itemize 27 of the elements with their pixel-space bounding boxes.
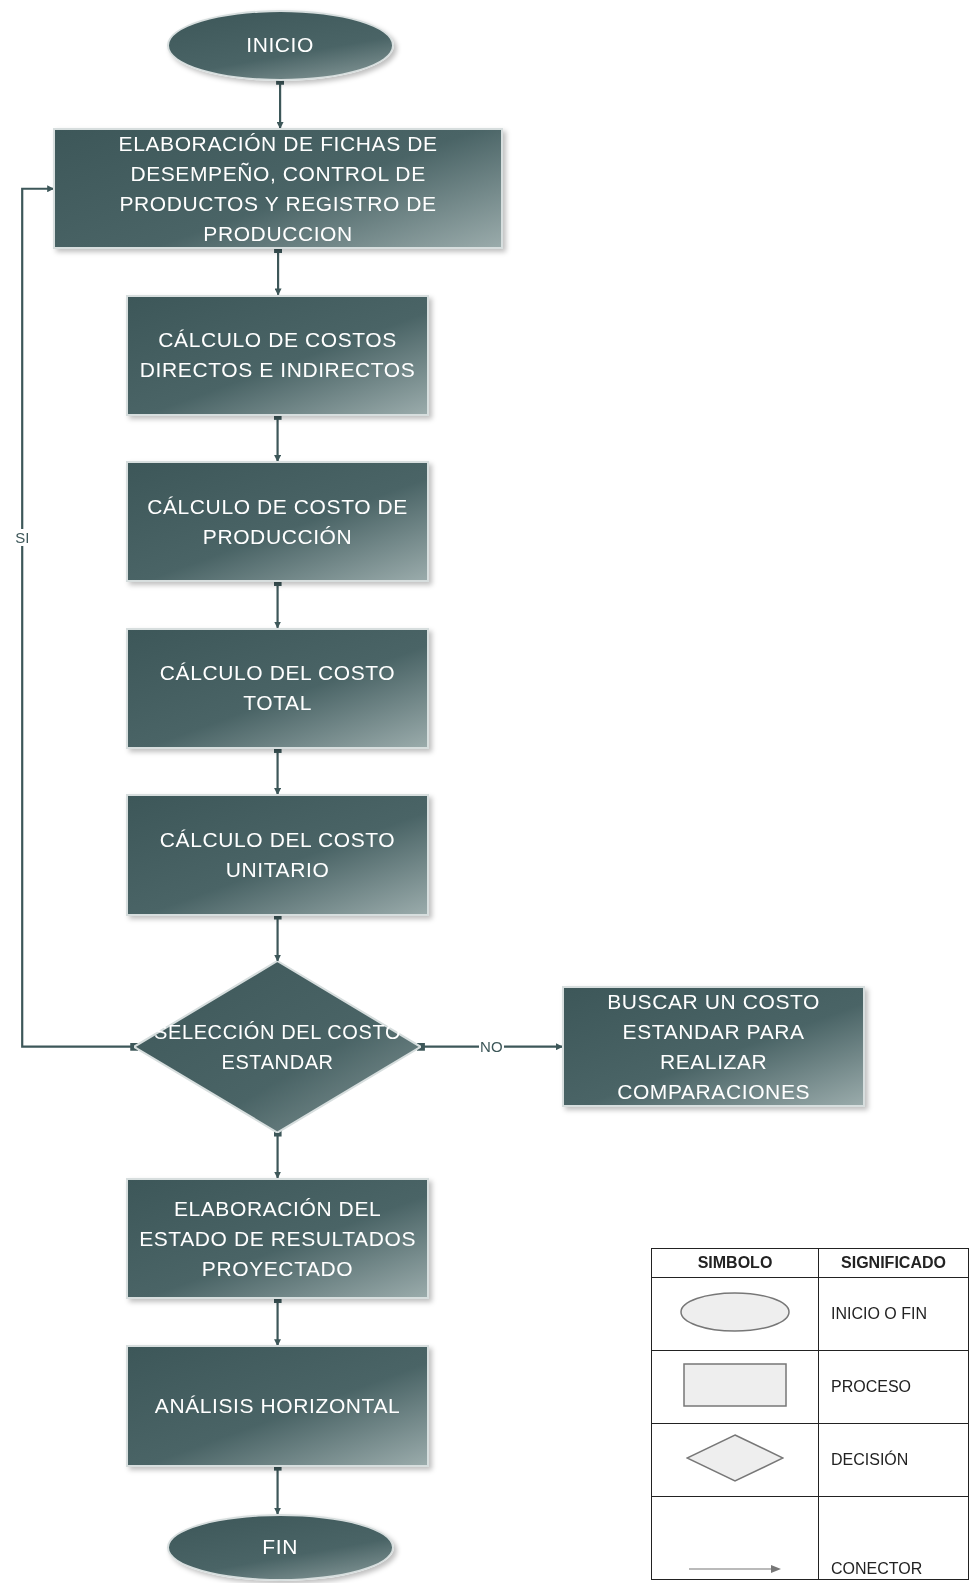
process-box — [126, 461, 429, 583]
arrow — [21, 185, 139, 1051]
node-label: CÁLCULO DEL COSTO TOTAL — [158, 660, 397, 717]
legend-label: CONECTOR — [831, 1560, 923, 1577]
process-box — [126, 794, 429, 916]
process-box — [126, 1345, 429, 1467]
node-label: INICIO — [245, 32, 315, 59]
node-label: ANÁLISIS HORIZONTAL — [153, 1393, 402, 1420]
process-box — [562, 986, 866, 1108]
process-box — [53, 128, 503, 250]
legend-label: INICIO O FIN — [831, 1305, 927, 1322]
legend-label: DECISIÓN — [831, 1451, 909, 1468]
process-box — [126, 294, 429, 416]
node-label: CÁLCULO DE COSTO DE PRODUCCIÓN — [146, 493, 409, 550]
edge-label: SI — [14, 528, 31, 546]
decision-diamond — [134, 960, 421, 1133]
column-header: SIMBOLO — [651, 1248, 819, 1278]
column-header: SIGNIFICADO — [818, 1248, 969, 1278]
process-box — [126, 627, 429, 749]
node-label: CÁLCULO DE COSTOS DIRECTOS E INDIRECTOS — [138, 327, 417, 384]
node-label: ELABORACIÓN DEL ESTADO DE RESULTADOS PROYECTADO — [138, 1195, 417, 1282]
node-label: BUSCAR UN COSTO ESTANDAR PARA REALIZAR COMPARACIONES — [606, 988, 822, 1105]
process-box — [126, 1177, 429, 1300]
node-label: ELABORACIÓN DE FICHAS DE DESEMPEÑO, CONTROL DE PRODUCTOS Y REGISTRO DE PRODUCCION — [117, 130, 439, 247]
legend-label: PROCESO — [831, 1378, 911, 1395]
node-label: CÁLCULO DEL COSTO UNITARIO — [158, 826, 397, 883]
node-label: FIN — [261, 1534, 299, 1561]
